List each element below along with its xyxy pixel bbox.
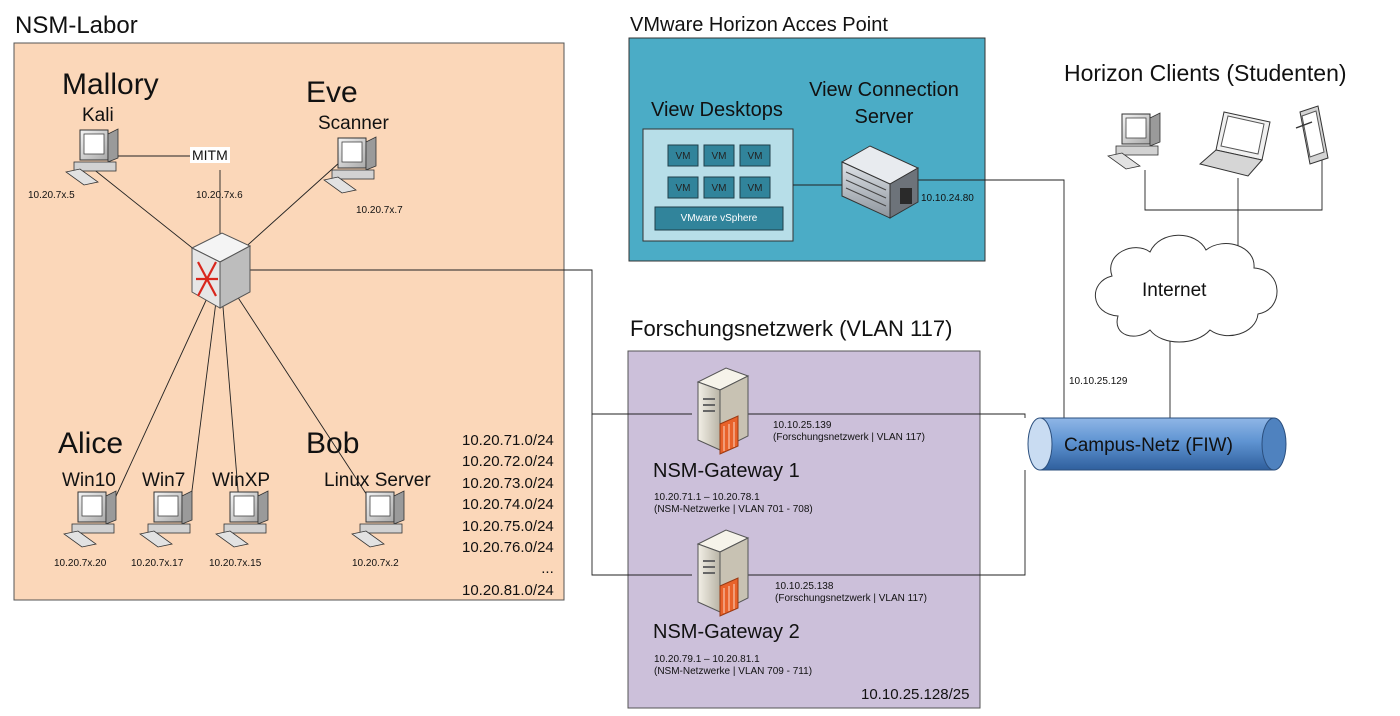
gateway-2-name: NSM-Gateway 2 [653,621,800,643]
vm-box [739,176,771,199]
connection-server-ip: 10.10.24.80 [921,193,974,204]
network-entry: 10.20.81.0/24 [462,581,554,599]
winxp-ip: 10.20.7x.15 [209,558,262,569]
gateway-1-int-range: 10.20.71.1 – 10.20.78.1 [654,492,760,503]
vm-box [703,176,735,199]
mitm-ip: 10.20.7x.6 [196,190,243,201]
network-entry: 10.20.71.0/24 [462,432,554,449]
gateway-1-ext-ip: 10.10.25.139 [773,420,832,431]
winxp-label: WinXP [212,470,271,491]
gateway-2-external: 10.10.25.138 (Forschungsnetzwerk | VLAN … [775,581,927,605]
nsm-labor-title: NSM-Labor [15,12,138,39]
campus-netz-pipe [1027,417,1287,471]
vm-label: VM [712,183,727,194]
gateway-2-int-desc: (NSM-Netzwerke | VLAN 709 - 711) [654,666,813,677]
network-entry: 10.20.72.0/24 [462,453,554,471]
client-laptop-icon [1198,111,1271,177]
linux-server-label: Linux Server [324,470,431,491]
network-entry: 10.20.73.0/24 [462,474,554,492]
internet-label: Internet [1142,280,1207,301]
view-desktops-label: View Desktops [651,99,783,121]
vm-label: VM [748,151,763,162]
vm-grid: VM VM VM VM VM VM [667,144,771,199]
gateway-2-internal: 10.20.79.1 – 10.20.81.1 (NSM-Netzwerke |… [654,654,812,678]
connection-lines [91,155,1323,576]
mallory-label: Mallory [62,68,159,101]
switch-icon [190,232,252,309]
kali-host-label: Kali [82,105,114,126]
gateway-1-int-desc: (NSM-Netzwerke | VLAN 701 - 708) [654,504,813,515]
gateway-1-ext-desc: (Forschungsnetzwerk | VLAN 117) [773,432,925,443]
vsphere-label: VMware vSphere [680,213,758,224]
win10-ip: 10.20.7x.20 [54,558,107,569]
win10-label: Win10 [62,470,116,491]
gateway-1-external: 10.10.25.139 (Forschungsnetzwerk | VLAN … [773,420,925,444]
network-entry: 10.20.75.0/24 [462,517,554,535]
forschung-subnet: 10.10.25.128/25 [861,686,970,703]
vm-box [667,144,699,167]
horizon-clients-title: Horizon Clients (Studenten) [1064,60,1347,86]
vm-label: VM [712,151,727,162]
network-entry: 10.20.74.0/24 [462,496,554,514]
internet-cloud-icon [1095,234,1278,343]
network-entry: ... [541,560,554,578]
vm-box [667,176,699,199]
linux-server-ip: 10.20.7x.2 [352,558,399,569]
connection-server-label: View Connection Server [800,77,968,131]
vm-label: VM [676,151,691,162]
gateway-2-int-range: 10.20.79.1 – 10.20.81.1 [654,654,760,665]
connection-server-line: Server [854,106,914,128]
bob-label: Bob [306,427,360,460]
campus-netz-label: Campus-Netz (FIW) [1064,435,1233,456]
gateway-1-name: NSM-Gateway 1 [653,460,800,482]
forschung-title: Forschungsnetzwerk (VLAN 117) [630,316,953,341]
scanner-ip: 10.20.7x.7 [356,205,403,216]
forschung-area [627,350,981,709]
vm-box [703,144,735,167]
client-desktop-icon [1107,112,1161,170]
network-entry: 10.20.76.0/24 [462,539,554,557]
vm-label: VM [676,183,691,194]
gateway-1-internal: 10.20.71.1 – 10.20.78.1 (NSM-Netzwerke |… [654,492,813,516]
mitm-label: MITM [190,147,230,163]
win7-ip: 10.20.7x.17 [131,558,184,569]
internet-uplink-ip: 10.10.25.129 [1069,376,1128,387]
scanner-host-label: Scanner [318,113,389,134]
gateway-2-ext-ip: 10.10.25.138 [775,581,834,592]
vmware-title: VMware Horizon Acces Point [630,14,888,36]
client-tablet-icon [1295,105,1329,165]
vm-box [739,144,771,167]
eve-label: Eve [306,76,358,109]
gateway-2-ext-desc: (Forschungsnetzwerk | VLAN 117) [775,593,927,604]
alice-label: Alice [58,427,124,460]
nsm-network-list: 10.20.71.0/24 10.20.72.0/24 10.20.73.0/2… [462,430,554,601]
win7-label: Win7 [142,470,186,491]
vm-label: VM [748,183,763,194]
connection-server-line: View Connection [809,79,959,101]
kali-ip: 10.20.7x.5 [28,190,75,201]
connection-server-icon [840,145,920,219]
vsphere-box [654,206,784,231]
